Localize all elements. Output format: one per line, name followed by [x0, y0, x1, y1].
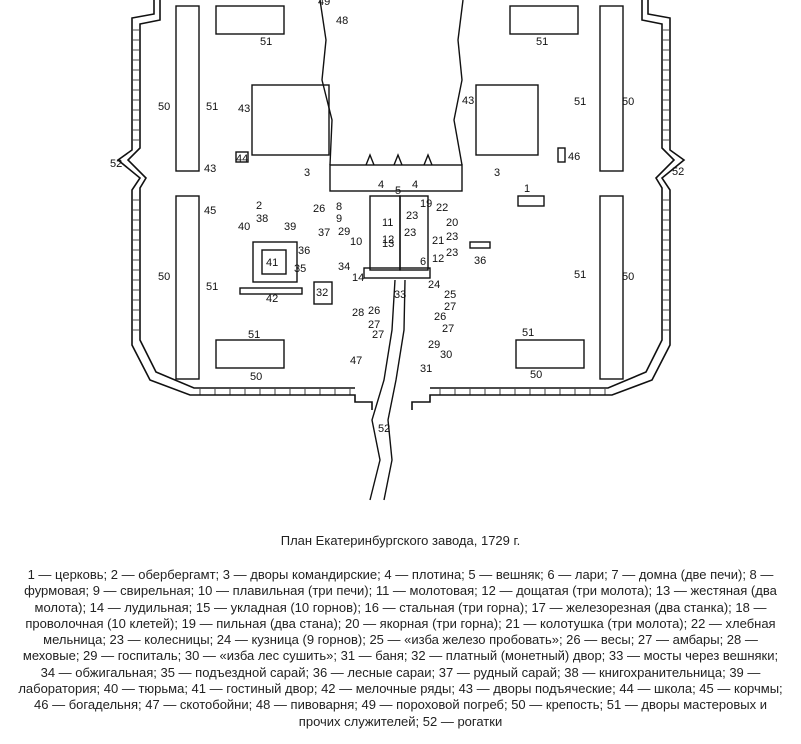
plan-label-l26b: 26 [368, 305, 380, 317]
plan-label-l26c: 26 [434, 311, 446, 323]
block-buildings [175, 5, 624, 380]
plan-label-l27c: 27 [372, 329, 384, 341]
plan-label-l23b: 23 [404, 227, 416, 239]
plan-label-l40: 40 [238, 221, 250, 233]
plan-label-l4a: 4 [378, 179, 384, 191]
plan-label-l50c: 50 [158, 271, 170, 283]
wall-hatching [133, 29, 669, 395]
plan-label-l51d: 51 [574, 96, 586, 108]
plan-label-l12b: 12 [432, 253, 444, 265]
figure-caption: План Екатеринбургского завода, 1729 г. [280, 533, 521, 548]
plan-label-l4b: 4 [412, 179, 418, 191]
plan-label-l23a: 23 [406, 210, 418, 222]
plan-label-l26a: 26 [313, 203, 325, 215]
plan-label-l43c: 43 [204, 163, 216, 175]
plan-label-l49: 49 [318, 0, 330, 8]
plan-label-l38: 38 [256, 213, 268, 225]
plan-label-l50a: 50 [158, 101, 170, 113]
plan-label-l43a: 43 [238, 103, 250, 115]
plan-label-l27a: 27 [444, 301, 456, 313]
plan-label-l23c: 23 [446, 231, 458, 243]
plan-label-l50f: 50 [530, 369, 542, 381]
plan-label-l21: 21 [432, 235, 444, 247]
plan-label-l24: 24 [428, 279, 440, 291]
plan-label-l50b: 50 [622, 96, 634, 108]
plan-label-l37: 37 [318, 227, 330, 239]
plan-label-l44: 44 [236, 153, 248, 165]
plan-label-l11: 11 [382, 217, 393, 229]
plan-label-l34: 34 [338, 261, 350, 273]
plan-label-l29b: 29 [428, 339, 440, 351]
plan-label-l10: 10 [350, 236, 362, 248]
plan-label-l12a: 12 [382, 234, 394, 246]
plan-label-l8: 8 [336, 201, 342, 213]
plan-label-l32: 32 [316, 287, 328, 299]
plan-label-l51a: 51 [260, 36, 272, 48]
plan-label-l36b: 36 [474, 255, 486, 267]
plan-label-l51c: 51 [206, 101, 218, 113]
plan-label-l36a: 36 [298, 245, 310, 257]
plan-label-l51f: 51 [574, 269, 586, 281]
plan-label-l50d: 50 [622, 271, 634, 283]
plan-label-l51g: 51 [248, 329, 260, 341]
plan-label-l42: 42 [266, 293, 278, 305]
plan-label-l43b: 43 [462, 95, 474, 107]
plan-label-l41: 41 [266, 257, 278, 269]
plan-label-l35: 35 [294, 263, 306, 275]
plan-label-l52b: 52 [672, 166, 684, 178]
plan-label-l29a: 29 [338, 226, 350, 238]
plan-label-l5: 5 [395, 185, 401, 197]
plan-label-l30: 30 [440, 349, 452, 361]
plan-label-l46: 46 [568, 151, 580, 163]
plan-label-l48: 48 [336, 15, 348, 27]
fortress-walls [116, 0, 686, 410]
dam-and-river [319, 0, 464, 501]
plan-label-l27b: 27 [368, 319, 380, 331]
plan-label-l39: 39 [284, 221, 296, 233]
plan-label-l3a: 3 [304, 167, 310, 179]
plan-label-l2: 2 [256, 200, 262, 212]
plan-label-l50e: 50 [250, 371, 262, 383]
plan-label-l52c: 52 [378, 423, 390, 435]
plan-label-l25: 25 [444, 289, 456, 301]
plan-label-l28: 28 [352, 307, 364, 319]
plan-label-l51b: 51 [536, 36, 548, 48]
plan-label-l47: 47 [350, 355, 362, 367]
plan-label-l45: 45 [204, 205, 216, 217]
plan-label-l1: 1 [524, 183, 530, 195]
plan-label-l51h: 51 [522, 327, 534, 339]
plan-label-l22: 22 [436, 202, 448, 214]
plan-label-l13: 13 [382, 238, 394, 250]
plan-label-l27d: 27 [442, 323, 454, 335]
figure-legend: 1 — церковь; 2 — обербергамт; 3 — дворы … [18, 567, 783, 729]
plan-label-l3b: 3 [494, 167, 500, 179]
plan-label-l51e: 51 [206, 281, 218, 293]
plan-label-l14: 14 [352, 272, 364, 284]
plan-label-l9: 9 [336, 213, 342, 225]
plan-label-l33: 33 [394, 289, 406, 301]
plan-label-l23d: 23 [446, 247, 458, 259]
plan-label-l6: 6 [420, 256, 426, 268]
plan-label-l31: 31 [420, 363, 432, 375]
plan-label-l19: 19 [420, 198, 432, 210]
plan-label-l20: 20 [446, 217, 458, 229]
plan-label-l52a: 52 [110, 158, 122, 170]
